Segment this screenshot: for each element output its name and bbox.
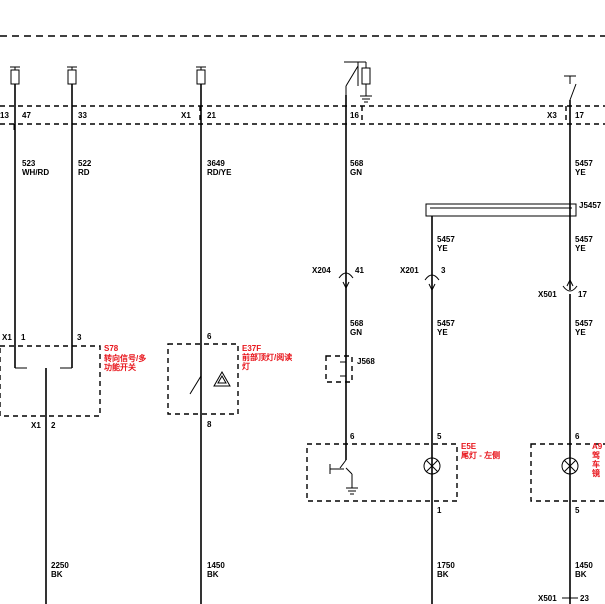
pin-label: 5 [575,506,580,515]
connector-label: X501 [538,594,557,603]
wire-number: 5457 [437,235,455,244]
wire-color: RD/YE [207,168,232,177]
wire-color: GN [350,168,362,177]
wire-number: 1450 [575,561,593,570]
component-name: 驾 [591,450,600,460]
wire-number: 1750 [437,561,455,570]
pin-label: 2 [51,421,56,430]
component-id: E5E [461,442,477,451]
connector-x201-symbol [424,274,440,292]
a9-lamp-box [530,443,605,502]
lamp-icon [561,457,579,475]
pin-label: 5 [437,432,442,441]
wires [14,84,577,604]
j568-box [325,355,353,383]
wire-color: YE [437,244,448,253]
wire-number: 5457 [437,319,455,328]
component-name: 镜 [592,468,600,478]
pin-label: 3 [77,333,82,342]
component-name: 转向信号/多 [104,353,146,363]
component-id: A9 [592,442,603,451]
wire-color: WH/RD [22,168,49,177]
connector-x501-symbol [562,278,578,292]
wire-color: YE [437,328,448,337]
component-id: S78 [104,344,119,353]
wire-color: RD [78,168,90,177]
wire-number: 1450 [207,561,225,570]
wire-color: YE [575,244,586,253]
splice-bar-j5457 [425,203,577,217]
wire-number: 2250 [51,561,69,570]
pin-label: 23 [580,594,589,603]
s78-switch-box [0,345,101,417]
wire-number: 5457 [575,319,593,328]
wire-color: BK [51,570,63,579]
wire-number: 568 [350,159,364,168]
wire-number: 3649 [207,159,225,168]
connector-label: X204 [312,266,331,275]
pin-label: 6 [575,432,580,441]
supply-symbol-3 [196,66,206,85]
supply-symbol-2 [67,66,77,85]
pin-label: 3 [441,266,446,275]
connector-label: X501 [538,290,557,299]
connector-label: X1 [2,333,12,342]
wire-color: BK [575,570,587,579]
switch-ground-symbol [344,61,372,103]
e37f-lamp-box [167,343,239,415]
splice-label: J568 [357,357,375,366]
component-name: 车 [592,459,600,469]
wire-number: 5457 [575,235,593,244]
wire-number: 523 [22,159,36,168]
connector-label: X1 [31,421,41,430]
connector-label: X3 [547,111,557,120]
wire-color: YE [575,328,586,337]
lamp-icon [423,457,441,475]
pin-label: 41 [355,266,364,275]
pin-label: 47 [22,111,31,120]
connector-label: X201 [400,266,419,275]
pin-label: 33 [78,111,87,120]
wire-number: 568 [350,319,364,328]
pin-label: 16 [350,111,359,120]
wire-color: BK [207,570,219,579]
wire-number: 522 [78,159,92,168]
pin-label: 21 [207,111,216,120]
switch-symbol-x3 [564,75,577,101]
component-name: 灯 [242,361,250,371]
connector-label: X1 [181,111,191,120]
component-id: E37F [242,344,261,353]
pin-label: 1 [21,333,26,342]
pin-label: 6 [350,432,355,441]
harness-connector-band [0,105,605,130]
wire-color: YE [575,168,586,177]
component-name: 功能开关 [104,362,136,372]
pin-label: 8 [207,420,212,429]
splice-label: J5457 [579,201,602,210]
component-name: 前部顶灯/阅读 [242,352,292,362]
e5e-lamp-box [306,443,458,502]
pin-label: 17 [578,290,587,299]
supply-symbol-1 [10,66,20,85]
connector-x204-symbol [338,272,354,290]
wire-number: 5457 [575,159,593,168]
pin-label: 6 [207,332,212,341]
pin-label: 1 [437,506,442,515]
pin-label: 17 [575,111,584,120]
pin-label: 13 [0,111,9,120]
wire-color: BK [437,570,449,579]
component-name: 尾灯 - 左侧 [460,450,500,460]
wire-color: GN [350,328,362,337]
